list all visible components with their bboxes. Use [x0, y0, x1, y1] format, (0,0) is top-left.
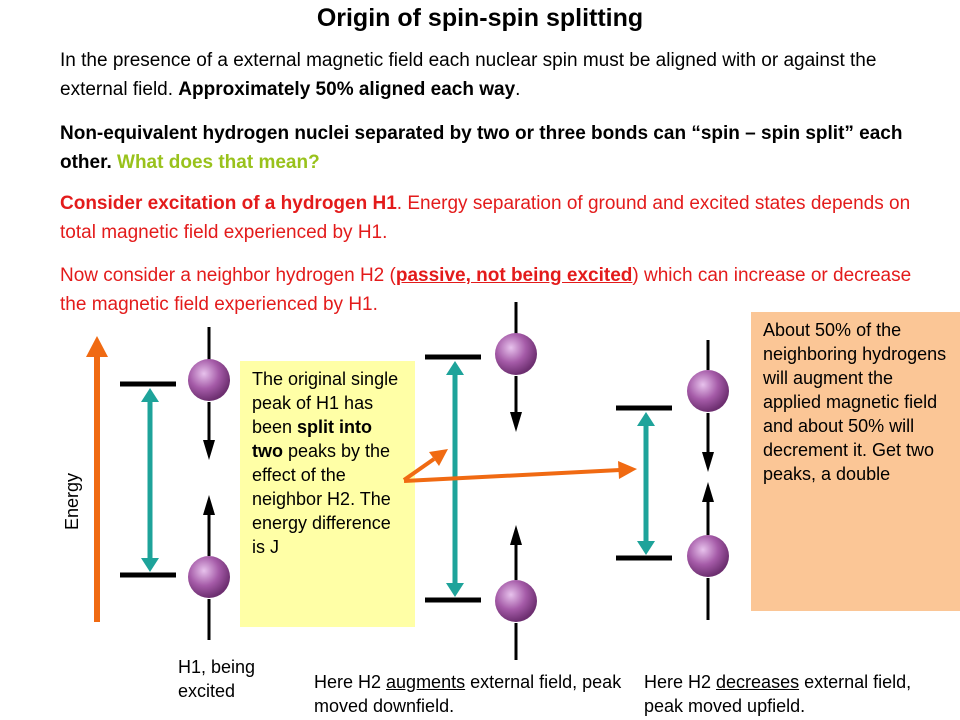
- arrow-up-icon: [702, 482, 714, 502]
- paragraph-field-alignment: In the presence of a external magnetic f…: [60, 46, 920, 104]
- h1-spin-up: [188, 327, 230, 460]
- paragraph-nonequivalent: Non-equivalent hydrogen nuclei separated…: [60, 119, 920, 177]
- h1-levels: [120, 381, 176, 578]
- arrow-up-icon: [203, 495, 215, 515]
- h1-transition-arrow: [141, 388, 159, 572]
- aug-caption-post: external field, peak moved downfield.: [314, 672, 622, 716]
- energy-axis-arrow: [86, 336, 108, 622]
- yellow-box-bold: split into two: [252, 417, 373, 461]
- arrow-down-icon: [702, 452, 714, 472]
- arrow-down-icon: [510, 412, 522, 432]
- p1-end: .: [515, 79, 521, 100]
- decrease-spin-down: [687, 482, 729, 620]
- h1-caption-line2: excited: [178, 681, 236, 701]
- dec-caption-underlined: decreases: [716, 672, 800, 692]
- arrow-up-icon: [510, 525, 522, 545]
- decrease-caption: Here H2 decreases external field, peak m…: [644, 670, 954, 718]
- h1-caption: H1, being excited: [178, 655, 255, 703]
- neighbor-explanation-box: About 50% of the neighboring hydrogens w…: [751, 312, 960, 611]
- dec-caption-post: external field, peak moved upfield.: [644, 672, 912, 716]
- energy-axis-label: Energy: [62, 472, 82, 530]
- yellow-box-pre: The original single peak of H1 has been: [252, 369, 399, 437]
- decrease-spin-up: [687, 340, 729, 472]
- augment-caption: Here H2 augments external field, peak mo…: [314, 670, 624, 718]
- paragraph-excitation: Consider excitation of a hydrogen H1. En…: [60, 189, 920, 247]
- split-explanation-box: The original single peak of H1 has been …: [240, 361, 415, 627]
- aug-caption-pre: Here H2: [314, 672, 387, 692]
- nucleus-icon: [495, 333, 537, 375]
- slide-title: Origin of spin-spin splitting: [316, 4, 644, 32]
- p3-rest: . Energy separation of ground and excite…: [60, 193, 911, 243]
- p1-bold: Approximately 50% aligned each way: [178, 79, 516, 100]
- nucleus-icon: [188, 556, 230, 598]
- nucleus-icon: [188, 359, 230, 401]
- decrease-levels: [616, 405, 672, 561]
- augment-transition-arrow: [446, 361, 464, 597]
- arrow-down-icon: [203, 440, 215, 460]
- augment-spin-up: [495, 302, 537, 432]
- p4-post: ) which can increase or decrease the mag…: [60, 265, 912, 315]
- aug-caption-underlined: augments: [386, 672, 466, 692]
- h1-spin-down: [188, 495, 230, 640]
- p1-text: In the presence of a external magnetic f…: [60, 50, 877, 100]
- augment-levels: [425, 354, 481, 603]
- yellow-box-post: peaks by the effect of the neighbor H2. …: [252, 441, 391, 557]
- decrease-transition-arrow: [637, 412, 655, 555]
- paragraph-neighbor: Now consider a neighbor hydrogen H2 (pas…: [60, 261, 920, 319]
- dec-caption-pre: Here H2: [644, 672, 717, 692]
- nucleus-icon: [495, 580, 537, 622]
- p4-underlined: passive, not being excited: [395, 265, 633, 286]
- p2-question: What does that mean?: [117, 152, 320, 173]
- p2-bold: Non-equivalent hydrogen nuclei separated…: [60, 123, 903, 173]
- nucleus-icon: [687, 370, 729, 412]
- h1-caption-line1: H1, being: [178, 657, 256, 677]
- p3-bold: Consider excitation of a hydrogen H1: [60, 193, 397, 214]
- p4-pre: Now consider a neighbor hydrogen H2 (: [60, 265, 396, 286]
- nucleus-icon: [687, 535, 729, 577]
- augment-spin-down: [495, 525, 537, 660]
